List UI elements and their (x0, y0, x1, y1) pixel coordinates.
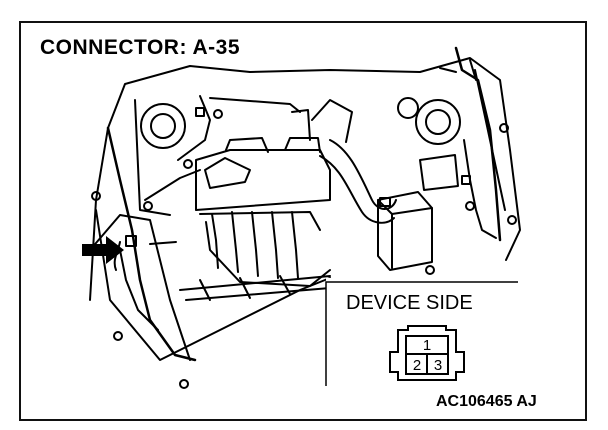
relay-box (419, 154, 459, 191)
device-side-label: DEVICE SIDE (342, 292, 477, 315)
engine-cover (195, 149, 331, 211)
figure-id: AC106465 AJ (436, 393, 537, 410)
left-strut-tower (140, 103, 186, 149)
connector-face (389, 325, 465, 381)
wiring-harness-right (454, 46, 502, 242)
front-bumper (95, 209, 331, 361)
connector-pin-1: 1 (423, 337, 431, 354)
fender-left (89, 214, 191, 361)
arrow-right-icon (82, 236, 124, 264)
connector-pin-3: 3 (434, 357, 442, 374)
right-strut-tower (415, 99, 461, 145)
hood-outline (89, 57, 521, 301)
wiring-harness-left (106, 126, 197, 362)
connector-title: CONNECTOR: A-35 (40, 36, 241, 59)
battery (377, 191, 433, 271)
connector-pin-2: 2 (413, 357, 421, 374)
intake-hose (329, 139, 397, 210)
